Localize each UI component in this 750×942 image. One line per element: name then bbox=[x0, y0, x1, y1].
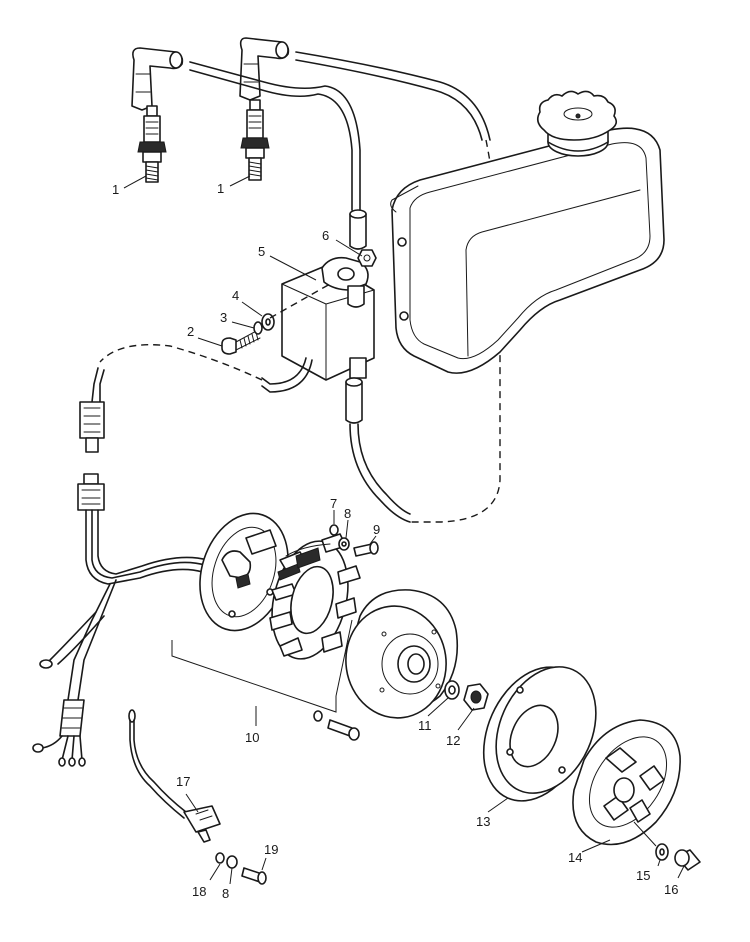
screw-16 bbox=[674, 849, 701, 871]
coil-to-plug-lead bbox=[349, 209, 367, 250]
callout-8a: 8 bbox=[344, 506, 351, 521]
bolt-2 bbox=[221, 329, 261, 355]
lock-washer-3 bbox=[253, 321, 263, 335]
callout-14: 14 bbox=[568, 850, 582, 865]
callout-2: 2 bbox=[187, 324, 194, 339]
coil-primary-wire bbox=[91, 344, 313, 403]
callout-17: 17 bbox=[176, 774, 190, 789]
connector-upper bbox=[79, 401, 105, 453]
connector-lower bbox=[77, 473, 105, 511]
high-tension-lead-left bbox=[189, 61, 361, 211]
spark-plug-cap-right bbox=[239, 37, 290, 101]
callout-18: 18 bbox=[192, 884, 206, 899]
callout-8b: 8 bbox=[222, 886, 229, 901]
stator-assembly-bracket bbox=[171, 619, 353, 713]
spark-plug-left bbox=[137, 105, 167, 183]
ground-hardware bbox=[215, 852, 267, 885]
stator-plate bbox=[199, 512, 289, 632]
stator bbox=[269, 533, 361, 660]
stator-screw-lower bbox=[313, 710, 360, 741]
callout-19: 19 bbox=[264, 842, 278, 857]
oil-tank bbox=[390, 127, 665, 374]
spark-plug-right bbox=[240, 99, 270, 181]
stator-screw-upper bbox=[329, 524, 379, 557]
callout-12: 12 bbox=[446, 733, 460, 748]
callouts: 1 1 2 3 4 5 6 7 8 9 10 11 12 13 14 15 16… bbox=[112, 181, 678, 901]
callout-7: 7 bbox=[330, 496, 337, 511]
nut-6 bbox=[357, 249, 377, 267]
callout-4: 4 bbox=[232, 288, 239, 303]
callout-6: 6 bbox=[322, 228, 329, 243]
ignition-coil bbox=[281, 256, 375, 381]
callout-15: 15 bbox=[636, 868, 650, 883]
callout-1a: 1 bbox=[112, 182, 119, 197]
flywheel bbox=[345, 589, 459, 719]
washer-11 bbox=[444, 680, 460, 700]
callout-11: 11 bbox=[418, 718, 432, 733]
callout-9: 9 bbox=[373, 522, 380, 537]
coil-secondary-wire bbox=[345, 377, 411, 523]
oil-tank-cap bbox=[536, 90, 618, 157]
callout-16: 16 bbox=[664, 882, 678, 897]
starter-pulley bbox=[482, 666, 597, 802]
callout-1b: 1 bbox=[217, 181, 224, 196]
leader-lines bbox=[123, 175, 685, 885]
callout-13: 13 bbox=[476, 814, 490, 829]
lock-washer-15 bbox=[655, 843, 669, 861]
callout-5: 5 bbox=[258, 244, 265, 259]
ground-wire-17 bbox=[128, 709, 221, 843]
nut-12 bbox=[463, 683, 489, 711]
spark-plug-cap-left bbox=[131, 47, 184, 111]
callout-10: 10 bbox=[245, 730, 259, 745]
starter-cup bbox=[572, 719, 681, 846]
callout-3: 3 bbox=[220, 310, 227, 325]
